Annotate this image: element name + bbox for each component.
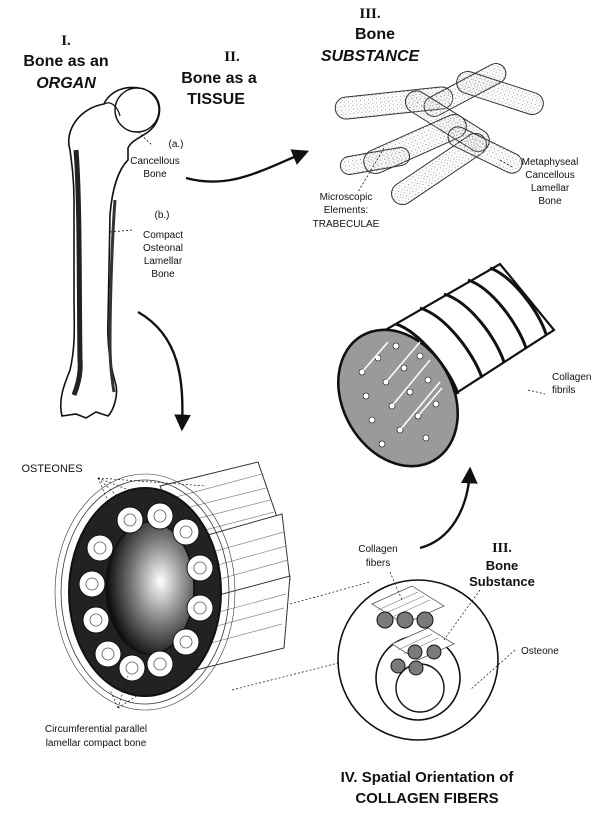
- leader-to-osteone: [232, 660, 350, 690]
- caption-line2: COLLAGEN FIBERS: [355, 790, 498, 807]
- label-a-marker: (a.): [169, 139, 184, 150]
- heading-substance-top: III. Bone SUBSTANCE: [321, 6, 421, 65]
- fibril-end-4: [363, 393, 369, 399]
- label-substance-line2: Substance: [469, 574, 535, 589]
- heading-organ-line1: Bone as an: [23, 53, 108, 70]
- osteone-canal-5: [194, 562, 206, 574]
- label-collagen-fibrils-2: fibrils: [552, 385, 575, 396]
- label-collagen-fibers-2: fibers: [366, 558, 390, 569]
- leader-to-collagen-fibers: [290, 582, 370, 604]
- label-compact-2: Osteonal: [143, 243, 183, 254]
- label-metaphyseal-4: Bone: [538, 196, 562, 207]
- osteone-canal-12: [126, 662, 138, 674]
- fibril-end-8: [369, 417, 375, 423]
- osteone-canal-7: [194, 602, 206, 614]
- fibril-end-16: [423, 435, 429, 441]
- label-substance-numeral: III.: [492, 541, 512, 556]
- fiber-end-5: [427, 645, 441, 659]
- osteone-canal-10: [102, 648, 114, 660]
- label-metaphyseal-1: Metaphyseal: [522, 157, 579, 168]
- osteone-canal-2: [154, 510, 166, 522]
- collagen-fibril-cylinder: [314, 264, 554, 488]
- femur-head: [115, 88, 159, 132]
- fibril-end-7: [417, 353, 423, 359]
- label-microscopic-2: Elements:: [324, 205, 368, 216]
- heading-substance-top-line1: Bone: [355, 26, 395, 43]
- arrow-to-osteones: [138, 312, 182, 428]
- label-b-marker: (b.): [155, 210, 170, 221]
- heading-substance-top-numeral: III.: [359, 6, 381, 22]
- fiber-end-7: [409, 661, 423, 675]
- heading-organ-numeral: I.: [61, 33, 71, 49]
- heading-tissue-line2: TISSUE: [187, 91, 245, 108]
- fibril-end-15: [433, 401, 439, 407]
- fiber-end-1: [377, 612, 393, 628]
- caption-line1: IV. Spatial Orientation of: [341, 769, 515, 786]
- fibril-end-11: [425, 377, 431, 383]
- arrow-to-fibrils: [420, 470, 470, 548]
- label-osteones: OSTEONES: [21, 463, 82, 475]
- heading-tissue: II. Bone as a TISSUE: [181, 49, 257, 108]
- osteone-bundle-illustration: [55, 462, 370, 710]
- label-cancellous-1: Cancellous: [130, 156, 179, 167]
- heading-tissue-numeral: II.: [224, 49, 240, 65]
- label-osteone: Osteone: [521, 646, 559, 657]
- label-cancellous-2: Bone: [143, 169, 167, 180]
- label-substance-line1: Bone: [486, 558, 519, 573]
- heading-organ-line2: ORGAN: [36, 75, 96, 92]
- osteone-canal-6: [86, 578, 98, 590]
- arrow-to-trabeculae: [186, 152, 306, 182]
- leader-osteones-1: [98, 478, 110, 506]
- fibril-end-6: [401, 365, 407, 371]
- fiber-end-6: [391, 659, 405, 673]
- label-compact-1: Compact: [143, 230, 183, 241]
- caption-spatial-orientation: IV. Spatial Orientation of COLLAGEN FIBE…: [341, 769, 515, 807]
- leader-collagen-fibrils: [528, 390, 545, 394]
- label-metaphyseal-2: Cancellous: [525, 170, 574, 181]
- label-circumferential-1: Circumferential parallel: [45, 724, 147, 735]
- heading-tissue-line1: Bone as a: [181, 70, 257, 87]
- osteone-canal-4: [94, 542, 106, 554]
- label-compact-4: Bone: [151, 269, 175, 280]
- osteone-canal-8: [90, 614, 102, 626]
- trabeculae-illustration: [334, 60, 546, 209]
- osteone-canal-9: [180, 636, 192, 648]
- label-collagen-fibrils-1: Collagen: [552, 372, 591, 383]
- heading-substance-top-line2: SUBSTANCE: [321, 48, 421, 65]
- leader-circumferential-3: [110, 690, 118, 708]
- fiber-end-3: [417, 612, 433, 628]
- femur-cortex-right: [110, 200, 115, 392]
- heading-organ: I. Bone as an ORGAN: [23, 33, 108, 92]
- fiber-end-2: [397, 612, 413, 628]
- femur-labels: (a.) Cancellous Bone (b.) Compact Osteon…: [130, 139, 183, 280]
- label-circumferential-2: lamellar compact bone: [46, 738, 147, 749]
- label-compact-3: Lamellar: [144, 256, 183, 267]
- label-microscopic-3: TRABECULAE: [313, 219, 380, 230]
- osteone-canal-3: [180, 526, 192, 538]
- fibril-end-12: [379, 441, 385, 447]
- osteone-cross-section: [338, 572, 515, 740]
- label-microscopic-1: Microscopic: [320, 192, 373, 203]
- fibril-end-3: [393, 343, 399, 349]
- osteone-canal-1: [124, 514, 136, 526]
- label-collagen-fibers-1: Collagen: [358, 544, 397, 555]
- fiber-end-4: [408, 645, 422, 659]
- label-metaphyseal-3: Lamellar: [531, 183, 570, 194]
- fibril-end-10: [407, 389, 413, 395]
- osteone-canal-11: [154, 658, 166, 670]
